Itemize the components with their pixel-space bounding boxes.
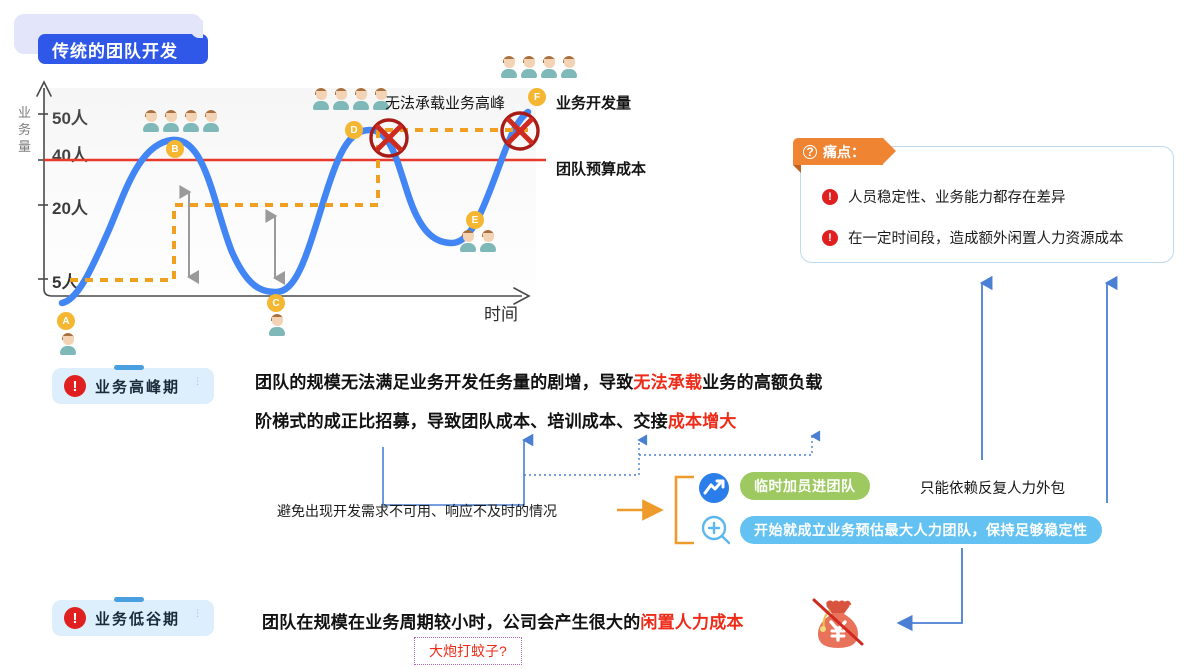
solution-note: 避免出现开发需求不可用、响应不及时的情况 (277, 503, 557, 519)
peak-paragraph-line-2: 阶梯式的成正比招募，导致团队成本、培训成本、交接成本增大 (255, 407, 737, 432)
alert-icon: ! (822, 229, 838, 246)
page-title: 传统的团队开发 (38, 34, 208, 64)
person-icon (540, 56, 558, 78)
connector-bracket-left (382, 433, 534, 506)
marker-b: B (166, 140, 184, 158)
person-icon (520, 56, 538, 78)
person-icon (352, 88, 370, 110)
person-icon (59, 333, 77, 355)
y-tick-20: 20人 (52, 199, 88, 218)
peak-paragraph-line-1: 团队的规模无法满足业务开发任务量的剧增，导致无法承载业务的高额负载 (255, 368, 823, 393)
marker-e: E (466, 211, 484, 229)
person-icon (312, 88, 330, 110)
y-tick-50: 50人 (52, 109, 88, 128)
outsource-note: 只能依赖反复人力外包 (920, 481, 1065, 497)
person-icon (372, 88, 390, 110)
arrow-to-moneybag (896, 548, 963, 632)
volume-curve (58, 108, 532, 307)
low-paragraph-line: 团队在规模在业务周期较小时，公司会产生很大的闲置人力成本 (262, 608, 744, 633)
marker-f: F (528, 88, 546, 106)
person-icon (142, 110, 160, 132)
section-badge-peak: ! 业务高峰期 ⋮ (52, 365, 214, 404)
people-group-b (142, 110, 220, 132)
y-tick-40: 40人 (52, 146, 88, 165)
pain-points-header: ? 痛点： (793, 138, 896, 165)
peak-line1-red: 无法承载 (633, 373, 703, 392)
person-icon (560, 56, 578, 78)
badge-dots-icon: ⋮ (193, 376, 202, 386)
person-icon (268, 314, 286, 336)
pain-points-card (800, 146, 1174, 263)
tag-add-temp-members[interactable]: 临时加员进团队 (740, 472, 870, 500)
alert-icon: ! (822, 188, 838, 205)
badge-tab (114, 365, 144, 370)
low-line-a: 团队在规模在业务周期较小时，公司会产生很大的 (262, 613, 641, 632)
people-group-e (459, 230, 497, 252)
person-icon (182, 110, 200, 132)
people-group-f (500, 56, 578, 78)
step-baseline (70, 128, 530, 282)
forbidden-marker-d (369, 118, 409, 158)
marker-d: D (345, 121, 363, 139)
page-title-badge: 传统的团队开发 (14, 14, 208, 64)
low-line-red: 闲置人力成本 (640, 613, 744, 632)
pain-item-label: 在一定时间段，造成额外闲置人力资源成本 (848, 231, 1124, 247)
person-icon (202, 110, 220, 132)
trend-up-icon (699, 473, 729, 503)
marker-a: A (57, 312, 75, 330)
section-badge-low: ! 业务低谷期 ⋮ (52, 597, 214, 636)
person-icon (479, 230, 497, 252)
person-icon (459, 230, 477, 252)
peak-warning-label: 无法承载业务高峰 (385, 95, 506, 112)
people-group-a (59, 333, 77, 355)
budget-line-label: 团队预算成本 (556, 161, 647, 178)
alert-icon: ! (64, 607, 86, 629)
pain-item-1: ! 在一定时间段，造成额外闲置人力资源成本 (822, 227, 1124, 248)
orange-bracket (674, 475, 694, 545)
section-badge-peak-label: 业务高峰期 (95, 378, 181, 396)
person-icon (162, 110, 180, 132)
forbidden-marker-f (500, 111, 540, 151)
connector-dotted-right (639, 430, 821, 456)
pain-points-header-label: 痛点： (823, 143, 865, 160)
person-icon (332, 88, 350, 110)
mosquito-callout: 大炮打蚊子? (414, 637, 522, 665)
peak-line1-b: 业务的高额负载 (702, 373, 823, 392)
badge-dots-icon: ⋮ (193, 608, 202, 618)
people-group-d (312, 88, 390, 110)
x-axis-label: 时间 (484, 305, 518, 324)
pain-item-label: 人员稳定性、业务能力都存在差异 (848, 190, 1066, 206)
search-plus-icon (701, 515, 731, 545)
badge-tab (114, 597, 144, 602)
volume-line-label: 业务开发量 (556, 95, 632, 112)
peak-line1-a: 团队的规模无法满足业务开发任务量的剧增，导致 (255, 373, 634, 392)
money-bag-forbidden-icon (812, 598, 864, 648)
pain-header-fold (793, 165, 801, 173)
title-notch (191, 20, 203, 38)
connector-dotted-mid (524, 434, 648, 476)
peak-line2-red: 成本增大 (667, 412, 737, 431)
pain-item-0: ! 人员稳定性、业务能力都存在差异 (822, 186, 1066, 207)
marker-c: C (267, 294, 285, 312)
y-axis-title: 业务量 (18, 105, 32, 154)
alert-icon: ! (64, 375, 86, 397)
person-icon (500, 56, 518, 78)
section-badge-low-label: 业务低谷期 (95, 610, 181, 628)
question-mark-icon: ? (803, 144, 817, 159)
tag-build-max-team[interactable]: 开始就成立业务预估最大人力团队，保持足够稳定性 (740, 516, 1102, 544)
people-group-c (268, 314, 286, 336)
peak-line2-a: 阶梯式的成正比招募，导致团队成本、培训成本、交接 (255, 412, 668, 431)
y-tick-5: 5人 (52, 273, 79, 292)
